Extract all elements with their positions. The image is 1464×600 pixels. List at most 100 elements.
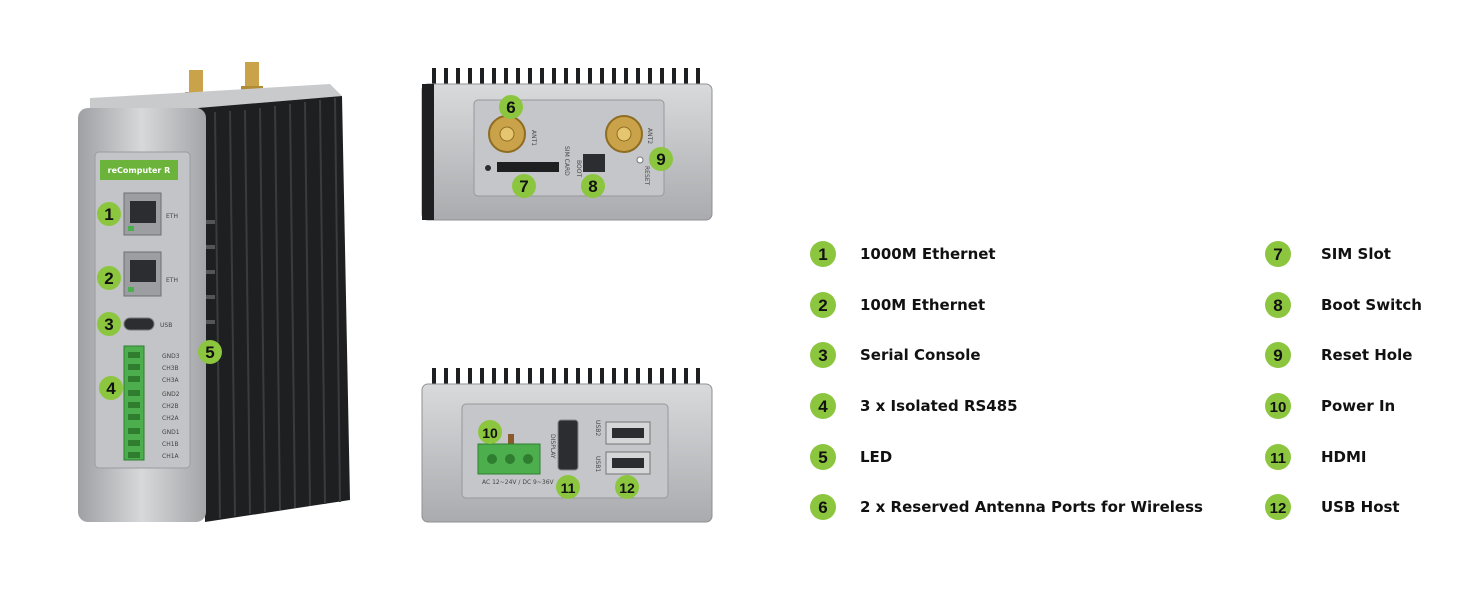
terminal-screws [128, 352, 140, 458]
legend-label: Reset Hole [1321, 346, 1412, 364]
legend-label: 3 x Isolated RS485 [860, 397, 1018, 415]
callout-8: 8 [581, 174, 605, 198]
top-edge-left [422, 84, 434, 220]
usb-c-port [123, 317, 155, 331]
power-label: AC 12~24V / DC 9~36V [482, 479, 555, 486]
led-strip [205, 220, 215, 324]
svg-text:3: 3 [818, 346, 827, 365]
boot-label: BOOT [575, 160, 582, 177]
eth1-label: ETH [166, 213, 178, 220]
svg-text:8: 8 [1273, 296, 1282, 315]
callout-6: 6 [499, 95, 523, 119]
svg-text:2: 2 [818, 296, 827, 315]
legend-label: Serial Console [860, 346, 981, 364]
callout-12: 12 [615, 475, 639, 499]
pin-label: CH3A [162, 377, 180, 384]
pin-label: GND1 [162, 429, 180, 436]
callout-4: 4 [99, 376, 123, 400]
svg-text:4: 4 [818, 397, 828, 416]
svg-text:1: 1 [104, 205, 113, 224]
brand-label: reComputer R [108, 166, 171, 175]
svg-text:3: 3 [104, 315, 113, 334]
top-cap [90, 84, 342, 112]
legend-label: USB Host [1321, 498, 1400, 516]
device-top-view: ANT1 ANT2 SIM CARD BOOT RESET [421, 68, 713, 221]
ethernet-port-1 [123, 192, 162, 236]
legend-item: 4 3 x Isolated RS485 [810, 393, 1018, 419]
power-screw [523, 454, 533, 464]
svg-text:4: 4 [106, 379, 116, 398]
pin-label: CH1A [162, 453, 180, 460]
pin-label: GND2 [162, 391, 180, 398]
display-label: DISPLAY [549, 434, 556, 459]
legend-item: 7 SIM Slot [1265, 241, 1391, 267]
legend-item: 8 Boot Switch [1265, 292, 1422, 318]
callout-9: 9 [649, 147, 673, 171]
legend-item: 2 100M Ethernet [810, 292, 985, 318]
eth2-label: ETH [166, 277, 178, 284]
svg-text:12: 12 [1270, 500, 1287, 517]
svg-text:8: 8 [588, 177, 597, 196]
legend-label: Boot Switch [1321, 296, 1422, 314]
legend-label: Power In [1321, 397, 1395, 415]
legend: 1 1000M Ethernet 2 100M Ethernet 3 Serial C… [810, 241, 1422, 520]
callout-3: 3 [97, 312, 121, 336]
legend-label: SIM Slot [1321, 245, 1391, 263]
pin-label: CH2A [162, 415, 180, 422]
top-heatsink-fins [432, 68, 700, 86]
ant1-label: ANT1 [530, 130, 537, 146]
svg-text:9: 9 [656, 150, 665, 169]
ethernet-port-2 [123, 251, 162, 297]
svg-text:5: 5 [818, 448, 827, 467]
legend-label: HDMI [1321, 448, 1367, 466]
hdmi-port [557, 419, 579, 471]
svg-text:5: 5 [205, 343, 214, 362]
callout-10: 10 [478, 420, 502, 444]
back-heatsink-fins [432, 368, 700, 386]
svg-text:7: 7 [519, 177, 528, 196]
sim-slot [497, 162, 559, 172]
svg-text:10: 10 [482, 425, 498, 441]
antenna-port-1 [488, 115, 526, 153]
antenna-port-2 [605, 115, 643, 153]
pin-label: CH1B [162, 441, 179, 448]
power-pin [508, 434, 514, 446]
svg-text:6: 6 [506, 98, 515, 117]
svg-text:12: 12 [619, 480, 635, 496]
legend-label: 1000M Ethernet [860, 245, 996, 263]
legend-item: 10 Power In [1265, 393, 1395, 419]
pin-label: GND3 [162, 353, 180, 360]
heatsink-side [198, 96, 350, 522]
svg-text:1: 1 [818, 245, 827, 264]
device-back-view: AC 12~24V / DC 9~36V DISPLAY USB2 USB1 [421, 368, 713, 523]
callout-5: 5 [198, 340, 222, 364]
callout-7: 7 [512, 174, 536, 198]
callout-11: 11 [556, 475, 580, 499]
callout-1: 1 [97, 202, 121, 226]
pin-label: CH3B [162, 365, 179, 372]
svg-text:11: 11 [561, 480, 576, 496]
legend-item: 12 USB Host [1265, 494, 1400, 520]
usb1-label: USB1 [594, 456, 601, 472]
rs485-pin-labels: GND3 CH3B CH3A GND2 CH2B CH2A GND1 CH1B … [162, 353, 180, 460]
brand-badge: reComputer R [100, 160, 178, 180]
usb-label: USB [160, 322, 172, 329]
svg-text:7: 7 [1273, 245, 1282, 264]
reset-label: RESET [643, 166, 650, 186]
svg-text:2: 2 [104, 269, 113, 288]
sim-indicator-dot [485, 165, 491, 171]
pin-label: CH2B [162, 403, 179, 410]
ant2-label: ANT2 [646, 128, 653, 144]
legend-label: 100M Ethernet [860, 296, 985, 314]
legend-item: 9 Reset Hole [1265, 342, 1412, 368]
svg-text:10: 10 [1270, 399, 1287, 416]
svg-text:9: 9 [1273, 346, 1282, 365]
svg-text:6: 6 [818, 498, 827, 517]
callout-badges: 1 2 3 4 5 6 7 8 9 10 11 12 [97, 95, 673, 499]
usb-port-stack [605, 421, 651, 475]
callout-2: 2 [97, 266, 121, 290]
power-screw [487, 454, 497, 464]
